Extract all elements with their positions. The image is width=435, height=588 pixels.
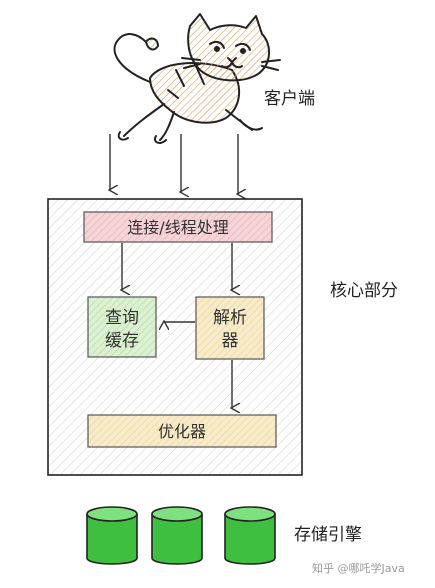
query-cache-label-line2: 缓存 (105, 331, 139, 351)
optimizer-box (87, 414, 277, 448)
connection-box-label: 连接/线程处理 (127, 218, 228, 237)
storage-cylinders (86, 506, 276, 565)
parser-box (195, 296, 265, 360)
storage-cylinder-1 (86, 506, 138, 565)
query-cache-label-line1: 查询 (105, 308, 139, 328)
client-label: 客户端 (264, 89, 315, 109)
cat-icon (113, 13, 281, 144)
core-label: 核心部分 (330, 281, 398, 301)
watermark: 知乎 @哪吒学Java (312, 562, 405, 575)
client-arrows (110, 134, 238, 194)
storage-cylinder-3 (224, 506, 276, 565)
optimizer-label: 优化器 (158, 422, 206, 441)
parser-label-line2: 器 (222, 331, 239, 351)
storage-cylinder-2 (151, 506, 203, 565)
connection-box (83, 211, 273, 243)
storage-label: 存储引擎 (294, 525, 362, 545)
parser-label-line1: 解析 (213, 308, 247, 328)
query-cache-box (87, 296, 157, 358)
